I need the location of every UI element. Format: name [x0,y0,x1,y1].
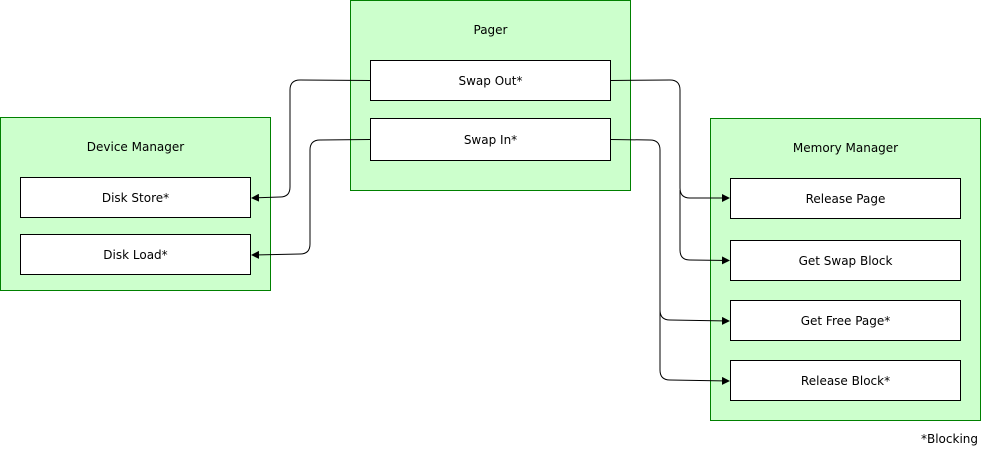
swap-out-node[interactable]: Swap Out* [370,60,611,101]
memory-manager-title: Memory Manager [792,141,899,155]
disk-load-node[interactable]: Disk Load* [20,234,251,275]
disk-store-node[interactable]: Disk Store* [20,177,251,218]
release-block-node[interactable]: Release Block* [730,360,961,401]
release-page-node[interactable]: Release Page [730,178,961,219]
device-manager-title: Device Manager [86,140,185,154]
get-free-page-node[interactable]: Get Free Page* [730,300,961,341]
pager-title: Pager [473,23,508,37]
footnote-blocking: *Blocking [920,432,978,446]
get-swap-block-node[interactable]: Get Swap Block [730,240,961,281]
swap-in-node[interactable]: Swap In* [370,118,611,161]
